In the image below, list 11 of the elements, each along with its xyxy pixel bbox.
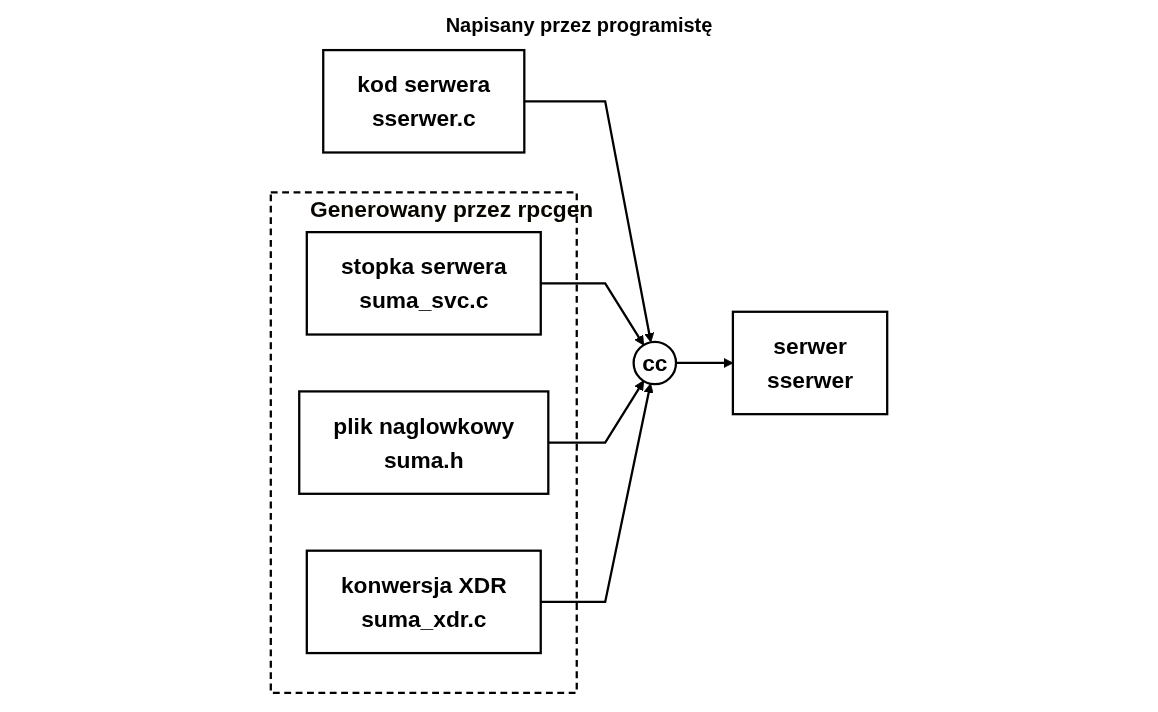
node-circle: cc [632, 340, 678, 386]
arrow [548, 380, 645, 444]
node-box: serwer sserwer [731, 310, 889, 416]
heading-note: Napisany przez programistę [445, 14, 713, 37]
node-box: konwersja XDR suma_xdr.c [305, 549, 542, 655]
node-box: kod serwera sserwer.c [322, 48, 526, 154]
arrow [524, 100, 655, 343]
arrow [540, 383, 654, 603]
node-box: plik naglowkowy suma.h [298, 390, 550, 495]
arrow [540, 282, 645, 346]
node-box: stopka serwera suma_svc.c [305, 231, 542, 336]
